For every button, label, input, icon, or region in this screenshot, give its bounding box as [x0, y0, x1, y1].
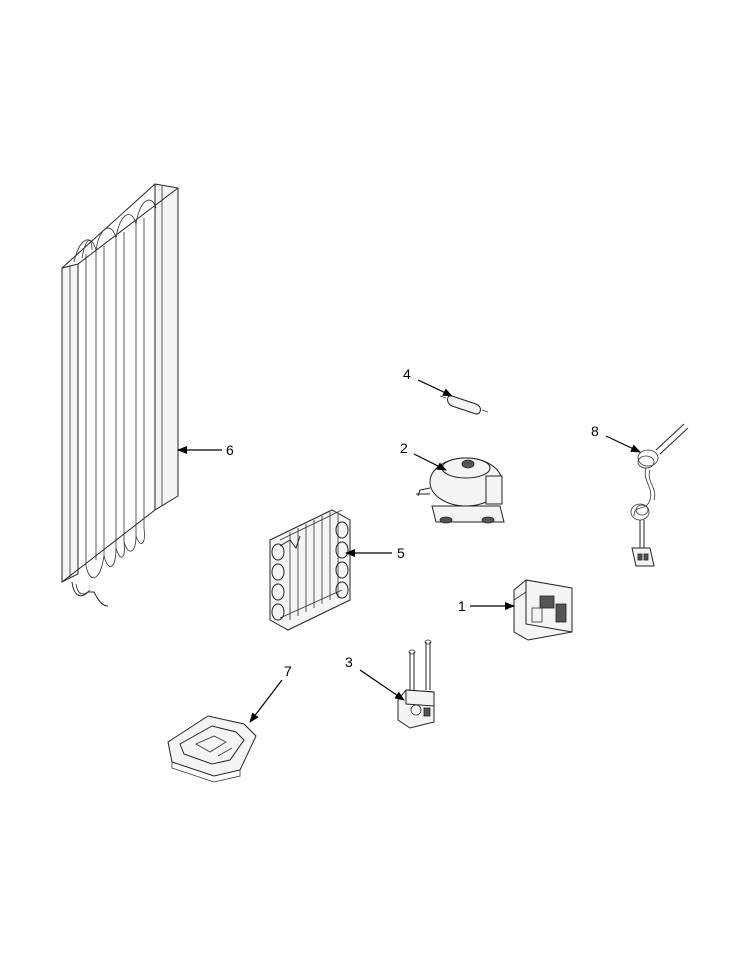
relay-overload-part[interactable]: [397, 639, 435, 729]
callout-5-label[interactable]: 5: [397, 545, 405, 561]
filter-drier-part[interactable]: [439, 395, 489, 415]
callout-labels: 1 2 3 4 5 6 7 8: [226, 366, 599, 679]
compressor-part[interactable]: [416, 457, 505, 524]
callout-7-label[interactable]: 7: [284, 663, 292, 679]
callout-8-arrow: [605, 435, 641, 453]
callout-6-label[interactable]: 6: [226, 442, 234, 458]
callout-7-arrow: [249, 679, 283, 723]
callout-1-label[interactable]: 1: [458, 598, 466, 614]
callout-8-label[interactable]: 8: [591, 423, 599, 439]
evaporator-part[interactable]: [269, 509, 351, 631]
callout-3-arrow: [359, 669, 405, 701]
callout-3-label[interactable]: 3: [345, 654, 353, 670]
callout-arrows: [177, 379, 641, 723]
callout-4-label[interactable]: 4: [403, 366, 411, 382]
drain-tray-part[interactable]: [167, 715, 257, 783]
callout-2-label[interactable]: 2: [400, 440, 408, 456]
power-cord-part[interactable]: [630, 423, 689, 567]
control-box-part[interactable]: [513, 579, 573, 641]
callout-2-arrow: [413, 453, 447, 471]
callout-4-arrow: [417, 379, 453, 397]
condenser-coil-part[interactable]: [61, 183, 179, 607]
